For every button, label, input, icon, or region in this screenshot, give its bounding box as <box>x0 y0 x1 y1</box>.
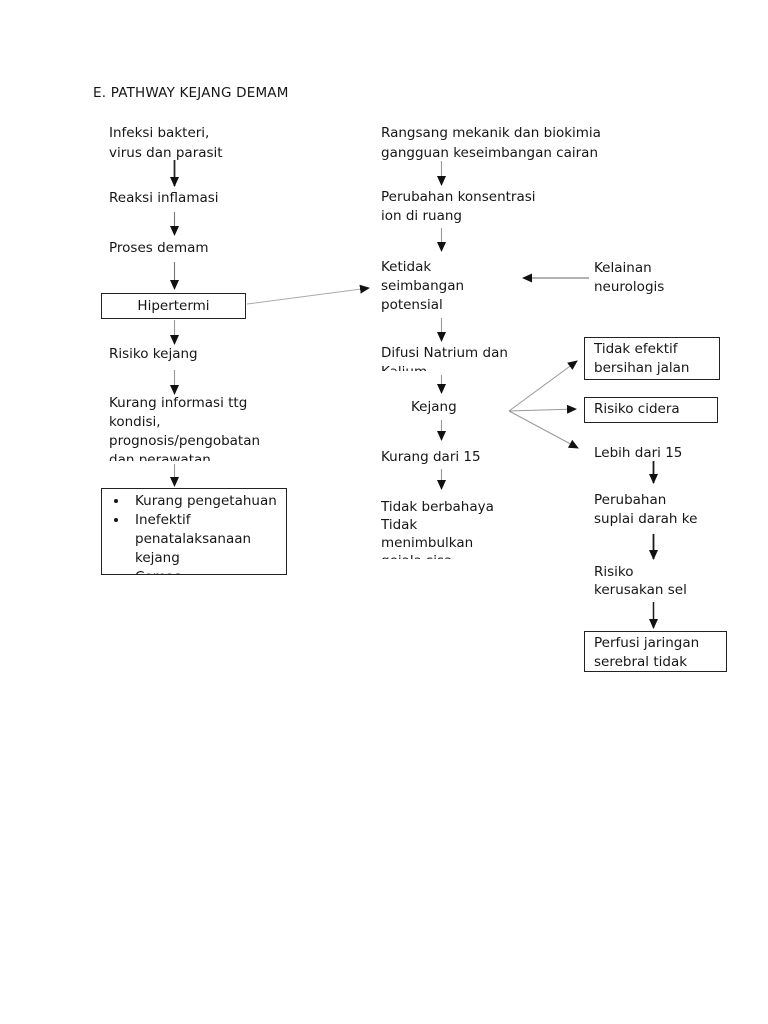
arrow-kejang-to-risiko-cidera <box>508 404 577 414</box>
arrow-kejang-to-lebih15 <box>508 410 579 449</box>
node-diagnosa-box: Kurang pengetahuan Inefektif penatalaksa… <box>101 488 287 575</box>
node-tidak-berbahaya: Tidak berbahaya Tidak menimbulkan gejala… <box>381 499 494 559</box>
node-ketidak-seimbangan: Ketidak seimbangan potensial <box>381 259 465 313</box>
page-title: E. PATHWAY KEJANG DEMAM <box>93 85 289 101</box>
node-proses-demam: Proses demam <box>109 240 209 256</box>
node-reaksi-inflamasi: Reaksi inflamasi <box>109 190 219 206</box>
node-lebih-dari-15: Lebih dari 15 <box>594 445 683 461</box>
diagnosa-list: Kurang pengetahuan Inefektif penatalaksa… <box>102 492 286 574</box>
node-risiko-kejang: Risiko kejang <box>109 346 198 362</box>
node-perfusi-box: Perfusi jaringan serebral tidak <box>584 631 727 672</box>
diagnosa-item: Cemas <box>129 568 286 574</box>
node-kelainan-neurologis: Kelainan neurologis <box>594 260 665 295</box>
node-kejang: Kejang <box>411 399 457 415</box>
node-tidak-efektif-box: Tidak efektif bersihan jalan <box>584 337 720 380</box>
node-perubahan-suplai: Perubahan suplai darah ke <box>594 492 698 527</box>
node-hipertermi-box: Hipertermi <box>101 293 246 319</box>
node-kurang-informasi: Kurang informasi ttg kondisi, prognosis/… <box>109 395 261 461</box>
node-infeksi: Infeksi bakteri, virus dan parasit <box>109 125 223 161</box>
node-kurang-dari-15: Kurang dari 15 <box>381 449 481 465</box>
diagnosa-item: Kurang pengetahuan <box>129 492 286 511</box>
arrow-hipertermi-to-ketidak <box>246 284 370 305</box>
node-risiko-cidera-box: Risiko cidera <box>584 397 718 423</box>
diagnosa-item: Inefektif penatalaksanaan kejang <box>129 511 286 568</box>
node-rangsang: Rangsang mekanik dan biokimia gangguan k… <box>381 125 601 161</box>
node-perubahan-konsentrasi: Perubahan konsentrasi ion di ruang <box>381 189 536 224</box>
node-difusi: Difusi Natrium dan Kalium <box>381 345 508 371</box>
node-risiko-kerusakan: Risiko kerusakan sel <box>594 564 687 598</box>
